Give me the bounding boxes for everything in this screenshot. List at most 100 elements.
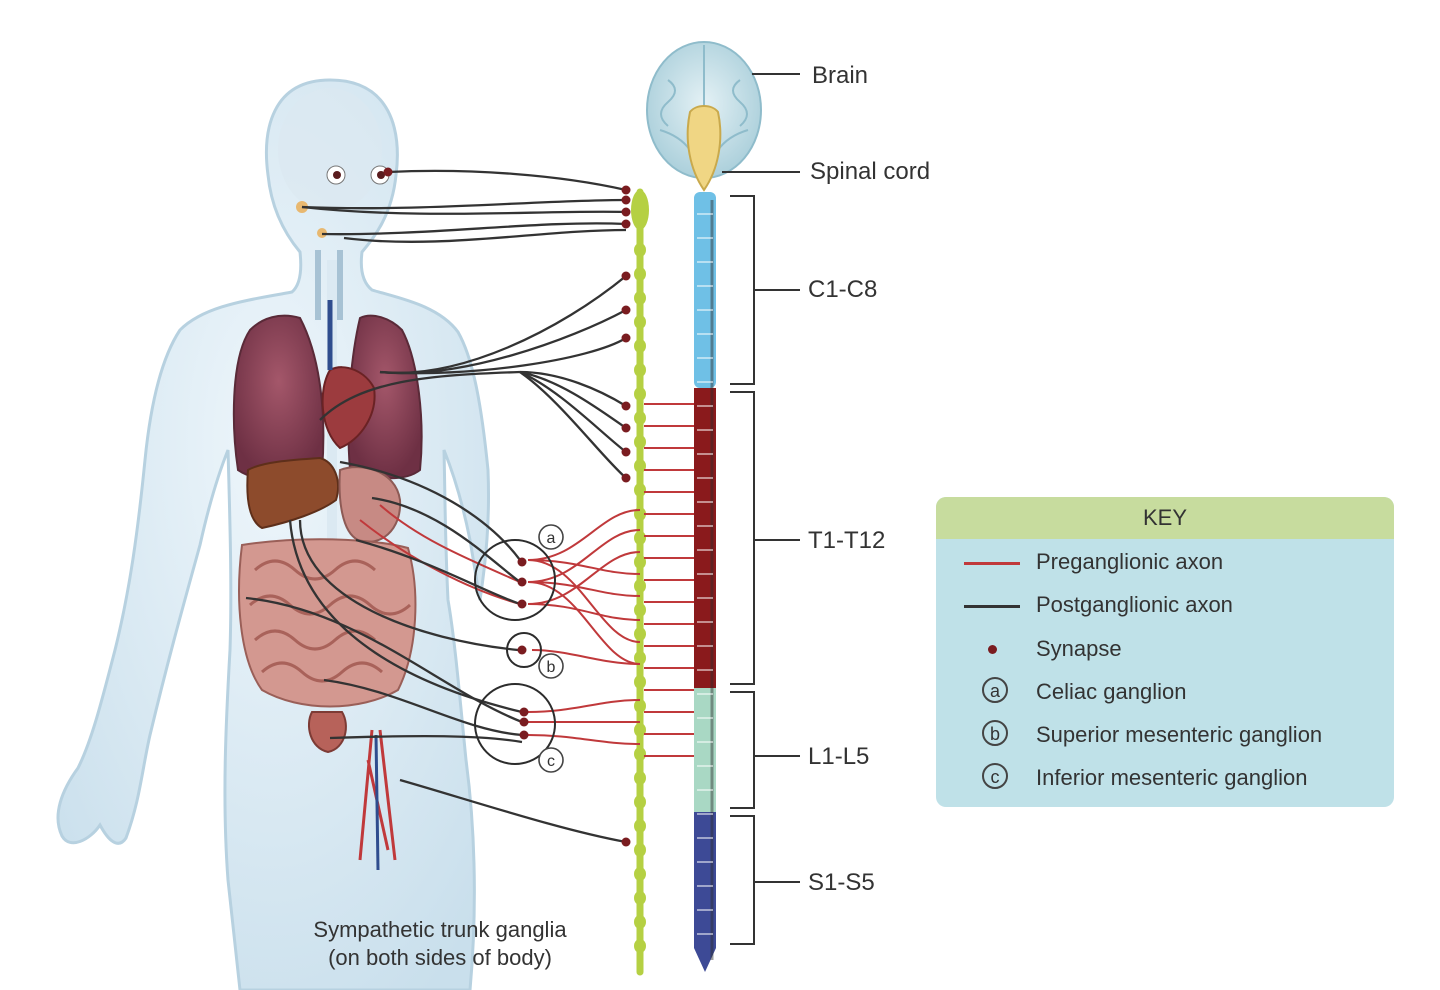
trunk-ganglion [634, 339, 646, 353]
preganglionic-celiac-path [527, 551, 641, 605]
marker-a-letter: a [547, 530, 556, 547]
spinal-segment-cervical [694, 192, 716, 388]
lung-left [232, 314, 325, 481]
postganglionic-axon-path [387, 169, 627, 192]
legend-symbol-preganglionic [960, 543, 1042, 583]
marker-b-icon: b [982, 720, 1008, 746]
postganglionic-axon-path [379, 337, 627, 375]
marker-b-circle [538, 653, 564, 679]
synapse-dot [621, 401, 631, 411]
heart [321, 366, 376, 450]
postganglionic-axon-path [329, 734, 523, 744]
synapse-dot [517, 557, 527, 567]
caption-sympathetic-trunk: Sympathetic trunk ganglia (on both sides… [250, 916, 630, 972]
legend-label-inferior-mesenteric: Inferior mesenteric ganglion [1036, 765, 1308, 790]
label-brain: Brain [812, 62, 869, 89]
human-body-illustration [56, 78, 491, 990]
synapse-dots [383, 167, 631, 847]
legend-symbol-celiac: a [960, 673, 1042, 713]
salivary-gland-2 [317, 228, 327, 238]
legend-row-superior-mesenteric: b Superior mesenteric ganglion [936, 716, 1394, 756]
trunk-ganglion [634, 315, 646, 329]
trunk-ganglion [634, 579, 646, 593]
synapse-dot [621, 271, 631, 281]
synapse-dot [517, 645, 527, 655]
pelvic-veins [374, 734, 380, 871]
trunk-ganglion [634, 243, 646, 257]
postganglionic-axon-path [288, 519, 523, 714]
synapse-dot [383, 167, 393, 177]
postganglionic-axon-path [319, 370, 521, 421]
trunk-ganglion [634, 627, 646, 641]
synapse-dot-swatch [988, 645, 997, 654]
synapse-dot [621, 333, 631, 343]
trunk-ganglion [634, 555, 646, 569]
postganglionic-axon-path [339, 460, 521, 561]
preganglionic-inferior-mesenteric-path [527, 734, 641, 745]
marker-a-circle [538, 524, 564, 550]
synapse-dot [621, 195, 631, 205]
postganglionic-axon-path [298, 519, 519, 652]
label-c1-c8: C1-C8 [808, 276, 878, 303]
spinal-segment-sacral [694, 812, 716, 972]
legend-label-preganglionic: Preganglionic axon [1036, 549, 1224, 574]
postganglionic-line-swatch [964, 605, 1020, 608]
segment-brackets [722, 73, 800, 945]
pupil-right [377, 171, 385, 179]
trachea [315, 250, 343, 320]
preganglionic-to-adrenal [359, 519, 521, 605]
preganglionic-superior-mesenteric-path [531, 649, 641, 665]
sympathetic-trunk-ganglia [634, 243, 646, 953]
trunk-ganglion [634, 939, 646, 953]
trunk-ganglion [634, 531, 646, 545]
legend-key: KEY Preganglionic axon Postganglionic ax… [936, 497, 1394, 807]
pupil-left [333, 171, 341, 179]
trunk-ganglion [634, 651, 646, 665]
superior-mesenteric-ganglion-circle [506, 632, 542, 668]
superior-cervical-ganglion [631, 190, 649, 230]
synapse-dot [621, 185, 631, 195]
synapse-dot [621, 305, 631, 315]
synapse-dot [621, 207, 631, 217]
postganglionic-axons [245, 169, 627, 844]
marker-c-icon: c [982, 763, 1008, 789]
head-brain-hint [278, 88, 382, 212]
postganglionic-axon-path [519, 370, 627, 429]
postganglionic-axon-path [519, 370, 627, 407]
caption-line-2: (on both sides of body) [328, 945, 552, 970]
trunk-ganglion [634, 603, 646, 617]
legend-row-postganglionic: Postganglionic axon [936, 586, 1394, 626]
preganglionic-inferior-mesenteric-path [527, 699, 641, 713]
label-l1-l5: L1-L5 [808, 743, 870, 770]
liver [246, 456, 339, 530]
postganglionic-axon-path [399, 778, 627, 844]
trunk-ganglion [634, 795, 646, 809]
postganglionic-axon-path [355, 538, 521, 606]
marker-a-icon: a [982, 677, 1008, 703]
label-spinal-cord: Spinal cord [810, 158, 931, 185]
synapse-dot [621, 473, 631, 483]
legend-symbol-superior-mesenteric: b [960, 716, 1042, 756]
legend-label-celiac: Celiac ganglion [1036, 679, 1187, 704]
body-silhouette [56, 78, 491, 990]
legend-label-postganglionic: Postganglionic axon [1036, 592, 1233, 617]
synapse-dot [519, 730, 529, 740]
label-t1-t12: T1-T12 [808, 527, 886, 554]
preganglionic-celiac-path [527, 529, 641, 583]
label-s1-s5: S1-S5 [808, 869, 875, 896]
bracket-c1-c8 [730, 195, 800, 385]
postganglionic-axon-path [519, 370, 627, 453]
trunk-ganglion [634, 291, 646, 305]
sympathetic-trunk [631, 188, 649, 976]
trunk-ganglion [634, 723, 646, 737]
postganglionic-axon-path [343, 228, 627, 243]
marker-b-letter: b [547, 659, 556, 676]
trunk-ganglion [634, 867, 646, 881]
synapse-dot [621, 837, 631, 847]
trunk-ganglion [634, 267, 646, 281]
trunk-ganglion [634, 843, 646, 857]
legend-symbol-inferior-mesenteric: c [960, 759, 1042, 799]
preganglionic-to-stomach [379, 504, 521, 583]
synapse-dot [517, 577, 527, 587]
